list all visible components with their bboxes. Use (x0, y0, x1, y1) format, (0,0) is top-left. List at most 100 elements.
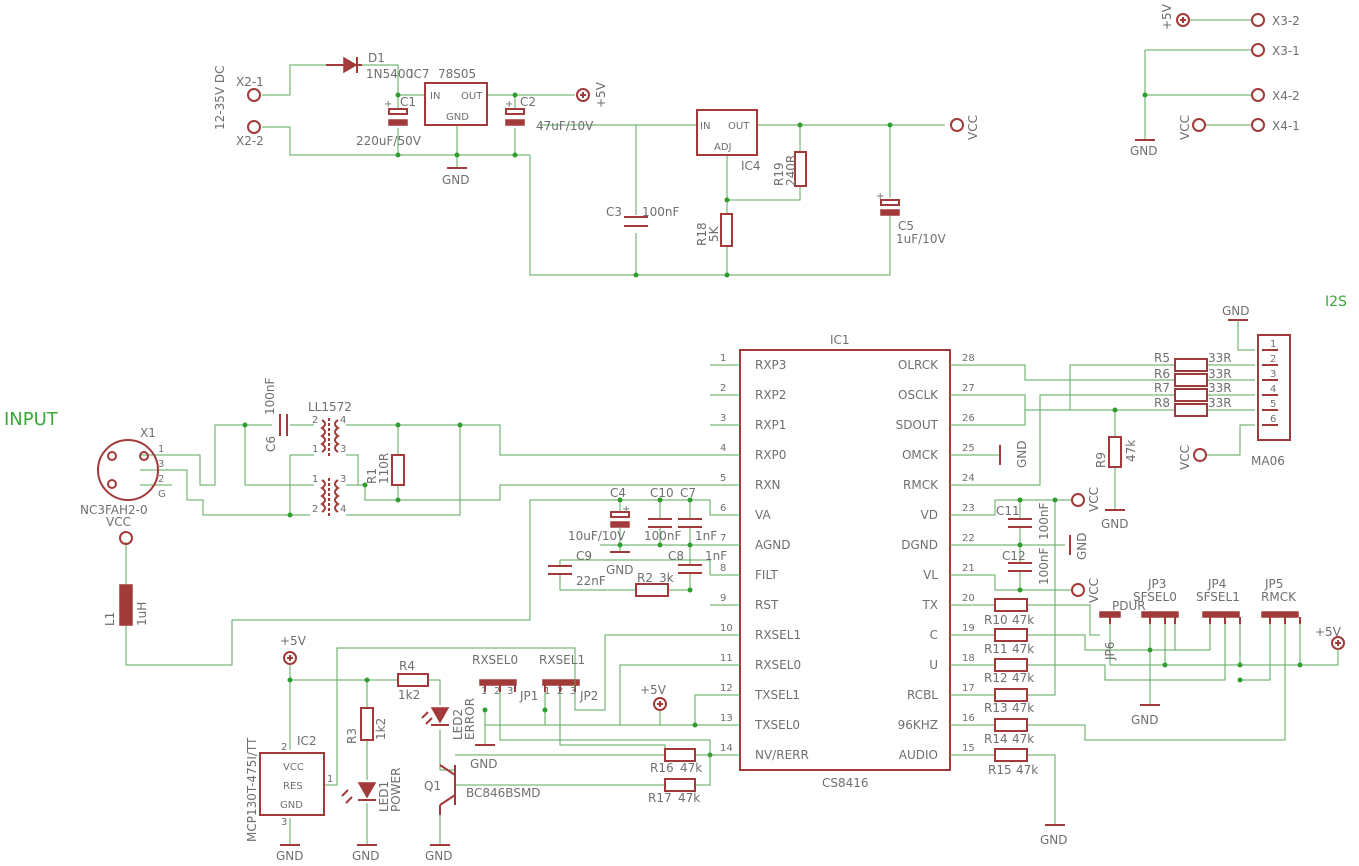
ic1-pin-label: RST (755, 598, 779, 612)
r9-value: 47k (1124, 440, 1138, 462)
x1-pin-1: 1 (158, 444, 164, 455)
ic1-pin-label: RXP3 (755, 358, 786, 372)
ic1-pin-number: 5 (720, 473, 726, 484)
c3-ref: C3 (606, 205, 622, 219)
jp5-jumper[interactable] (1261, 611, 1299, 618)
ma06-gnd-label: GND (1222, 304, 1250, 318)
led2-ref: LED2 (451, 709, 465, 740)
x2-1-label: X2-1 (236, 75, 264, 89)
r10-resistor (994, 598, 1028, 612)
q1-ref: Q1 (424, 779, 441, 793)
r17-value: 47k (678, 791, 700, 805)
led1-gnd-label: GND (352, 849, 380, 863)
jp1-function: RXSEL0 (472, 653, 518, 667)
aux-connectors: GND +5V VCC X3-2 X3-1 X4-2 X4-1 (1130, 3, 1300, 158)
ic1-part: CS8416 (822, 776, 869, 790)
input-heading: INPUT (4, 409, 59, 430)
ic1-pin-label: TXSEL1 (754, 688, 800, 702)
ic1-pin-number: 18 (962, 653, 975, 664)
r5-value: 33R (1208, 351, 1232, 365)
svg-text:3: 3 (340, 474, 346, 485)
x2-2-label: X2-2 (236, 134, 264, 148)
c4-value: 10uF/10V (568, 529, 626, 543)
jp1-jumper[interactable] (479, 679, 517, 686)
c6-value: 100nF (263, 377, 277, 415)
jp4-jumper[interactable] (1202, 611, 1240, 618)
r13-resistor (994, 688, 1028, 702)
jp3-jumper[interactable] (1141, 611, 1179, 618)
r9-ref: R9 (1094, 452, 1108, 468)
analog-gnd: GND (606, 563, 634, 577)
x1-pin-3: 3 (158, 459, 164, 470)
ic2-value: MCP130T-475I/TT (245, 737, 259, 842)
digital-section: C11 100nF C12 100nF VCC VCC GND GND R9 4… (950, 364, 1345, 847)
ic1-pin-label: OMCK (902, 448, 939, 462)
vd-vcc-label: VCC (1087, 487, 1101, 512)
l1-value: 1uH (135, 602, 149, 626)
r15-gnd-label: GND (1040, 833, 1068, 847)
ma06-pin-number: 6 (1270, 414, 1276, 425)
svg-text:+: + (622, 504, 630, 515)
jumpers: RXSEL0 JP1 1 2 3 GND RXSEL1 JP2 1 2 3 +5… (470, 577, 1301, 771)
ic1-pin-label: VD (921, 508, 938, 522)
x1-pin-2: 2 (158, 474, 164, 485)
ma06-pin-number: 5 (1270, 399, 1276, 410)
c11-ref: C11 (996, 504, 1020, 518)
svg-text:3: 3 (507, 686, 513, 697)
connectors-vcc: VCC (1178, 115, 1192, 140)
ic1-pin-label: RCBL (907, 688, 938, 702)
ma06-pin-number: 1 (1270, 339, 1276, 350)
vcc-symbol-top (950, 118, 964, 132)
omck-gnd-label: GND (1015, 440, 1029, 468)
ic1-pin-label: SDOUT (896, 418, 939, 432)
ic1-pin-number: 1 (720, 353, 726, 364)
ic1-pin-label: RXN (755, 478, 781, 492)
r9-resistor (1108, 436, 1122, 468)
svg-text:1: 1 (544, 686, 550, 697)
ic1-pin-number: 19 (962, 623, 975, 634)
power-supply: X2-1 X2-2 12-35V DC D1 1N5400 IC7 78S05 … (213, 51, 980, 278)
ic7-ref: IC7 (410, 67, 430, 81)
jp5-ref: JP5 (1264, 577, 1283, 591)
x3-1-label: X3-1 (1272, 44, 1300, 58)
x2-2-terminal (247, 120, 261, 134)
ic1-pin-number: 4 (720, 443, 726, 454)
x2-1-terminal (247, 88, 261, 102)
r16-ref: R16 (650, 761, 674, 775)
d1-value: 1N5400 (366, 67, 413, 81)
r1-ref: R1 (365, 468, 379, 484)
ic2-gnd-pin: GND (280, 800, 303, 811)
jp2-jumper[interactable] (542, 679, 580, 686)
ic2-supervisor (259, 752, 325, 816)
svg-text:1: 1 (312, 474, 318, 485)
r12-ref: R12 (984, 671, 1008, 685)
ic1-pin-number: 20 (962, 593, 975, 604)
svg-text:3: 3 (340, 444, 346, 455)
jp1-ref: JP1 (519, 689, 538, 703)
c7-ref: C7 (680, 486, 696, 500)
svg-text:2: 2 (312, 415, 318, 426)
r19-value: 240R (784, 155, 798, 186)
c5-ref: C5 (898, 219, 914, 233)
r3-value: 1k2 (374, 718, 388, 740)
ic7-value: 78S05 (438, 67, 476, 81)
c3-value: 100nF (642, 205, 680, 219)
r14-resistor (994, 718, 1028, 732)
r6-value: 33R (1208, 367, 1232, 381)
ic1-pin-number: 24 (962, 473, 975, 484)
r8-resistor (1174, 403, 1208, 417)
ic4-out: OUT (728, 121, 750, 132)
r10-ref: R10 (984, 613, 1008, 627)
ic4-ref: IC4 (741, 159, 761, 173)
r18-value: 5K (707, 225, 721, 242)
ic1-pin-label: OLRCK (898, 358, 939, 372)
r1-value: 110R (377, 453, 391, 484)
svg-text:2: 2 (281, 742, 287, 753)
ic1-pin-label: TX (921, 598, 938, 612)
c7-value: 1nF (695, 529, 717, 543)
ic1-pin-label: NV/RERR (755, 748, 809, 762)
ic1-pin-label: 96KHZ (898, 718, 938, 732)
c8-ref: C8 (668, 549, 684, 563)
ic1-pin-number: 12 (720, 683, 733, 694)
